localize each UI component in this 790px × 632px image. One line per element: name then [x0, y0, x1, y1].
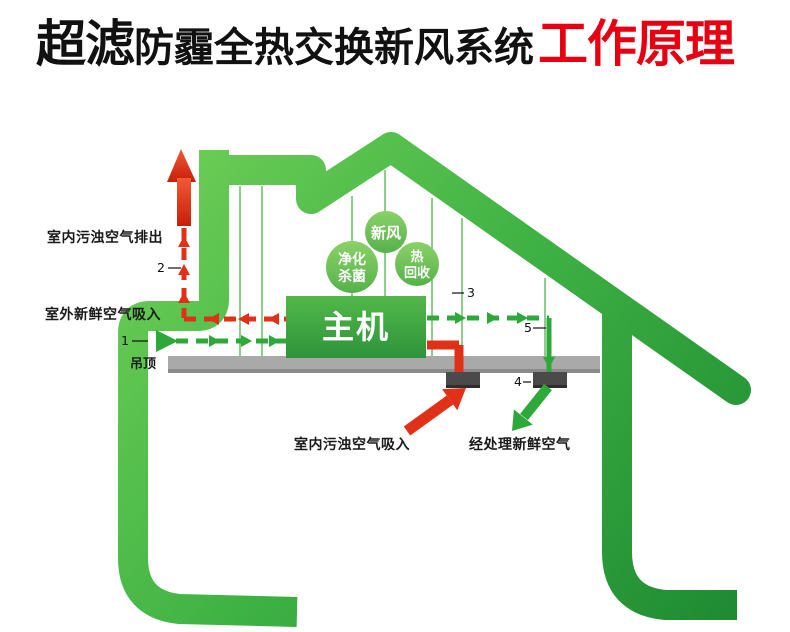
fresh-air-bubble-label: 新风 — [371, 224, 401, 242]
label-fresh-in: 室外新鲜空气吸入 — [45, 306, 161, 323]
marker-4: 4 — [514, 374, 531, 389]
fresh-supply-arrow-icon — [512, 383, 552, 431]
supply-vent — [533, 372, 567, 388]
svg-text:5: 5 — [524, 320, 532, 335]
house-outline — [118, 132, 751, 627]
purify-bubble-line1: 净化 — [338, 251, 366, 268]
exhaust-arrow-icon — [167, 149, 196, 226]
dirty-air-arrow-icon — [403, 388, 466, 436]
svg-text:2: 2 — [157, 260, 165, 275]
house-roof — [199, 132, 751, 405]
intake-duct — [156, 330, 288, 352]
heat-recovery-line2: 回收 — [404, 265, 431, 281]
heat-recovery-bubble: 热 回收 — [395, 242, 439, 286]
main-unit-box: 主机 — [286, 296, 426, 358]
house-left-wall — [118, 150, 298, 627]
title-part1: 超滤 — [36, 15, 135, 73]
svg-text:4: 4 — [514, 374, 522, 389]
main-unit-label: 主机 — [322, 308, 390, 346]
return-duct — [427, 340, 464, 372]
label-exhaust-out: 室内污浊空气排出 — [47, 229, 163, 246]
ceiling-bar — [168, 356, 600, 373]
marker-3: 3 — [452, 285, 475, 300]
label-processed-fresh: 经处理新鲜空气 — [469, 436, 571, 453]
exhaust-duct-arrows — [178, 236, 279, 325]
marker-2: 2 — [157, 260, 181, 275]
house-right-wall — [602, 310, 737, 620]
title-part3: 工作原理 — [538, 15, 735, 73]
label-ceiling: 吊顶 — [130, 357, 156, 372]
purify-bubble-line2: 杀菌 — [338, 268, 366, 285]
svg-text:3: 3 — [467, 285, 475, 300]
fresh-air-bubble: 新风 — [365, 211, 407, 253]
svg-text:1: 1 — [121, 333, 129, 348]
purify-bubble: 净化 杀菌 — [326, 241, 378, 293]
heat-recovery-line1: 热 — [410, 249, 423, 265]
supply-duct — [427, 312, 555, 372]
page-title: 超滤 防霾全热交换新风系统 工作原理 — [36, 4, 735, 76]
label-dirty-in: 室内污浊空气吸入 — [294, 436, 410, 453]
marker-5: 5 — [524, 320, 546, 335]
title-part2: 防霾全热交换新风系统 — [134, 25, 534, 71]
marker-1: 1 — [121, 333, 148, 348]
exhaust-vent — [446, 372, 480, 388]
